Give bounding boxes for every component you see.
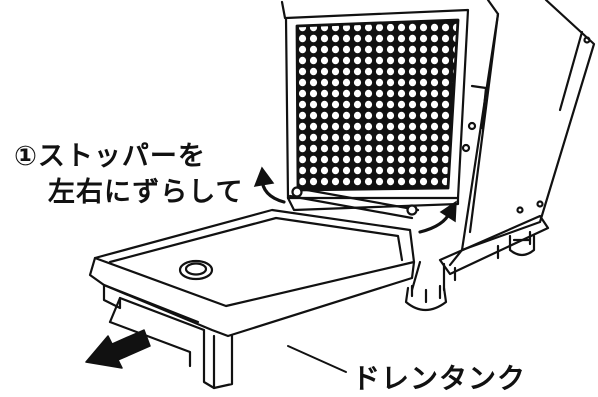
appliance-body [404,0,596,312]
step-instruction-line2: 左右にずらして [48,177,244,208]
drain-tank [88,208,416,390]
drain-tank-label: ドレンタンク [352,362,527,395]
step-instruction-line1: ①ストッパーを [14,141,206,172]
rotate-arrow-left-icon [253,166,286,204]
filter-panel [280,0,488,212]
pull-out-arrow-icon [85,329,151,369]
rotate-arrow-right-icon [418,200,457,234]
drain-tank-leader-line [287,345,347,373]
hinge-stoppers [288,186,420,220]
